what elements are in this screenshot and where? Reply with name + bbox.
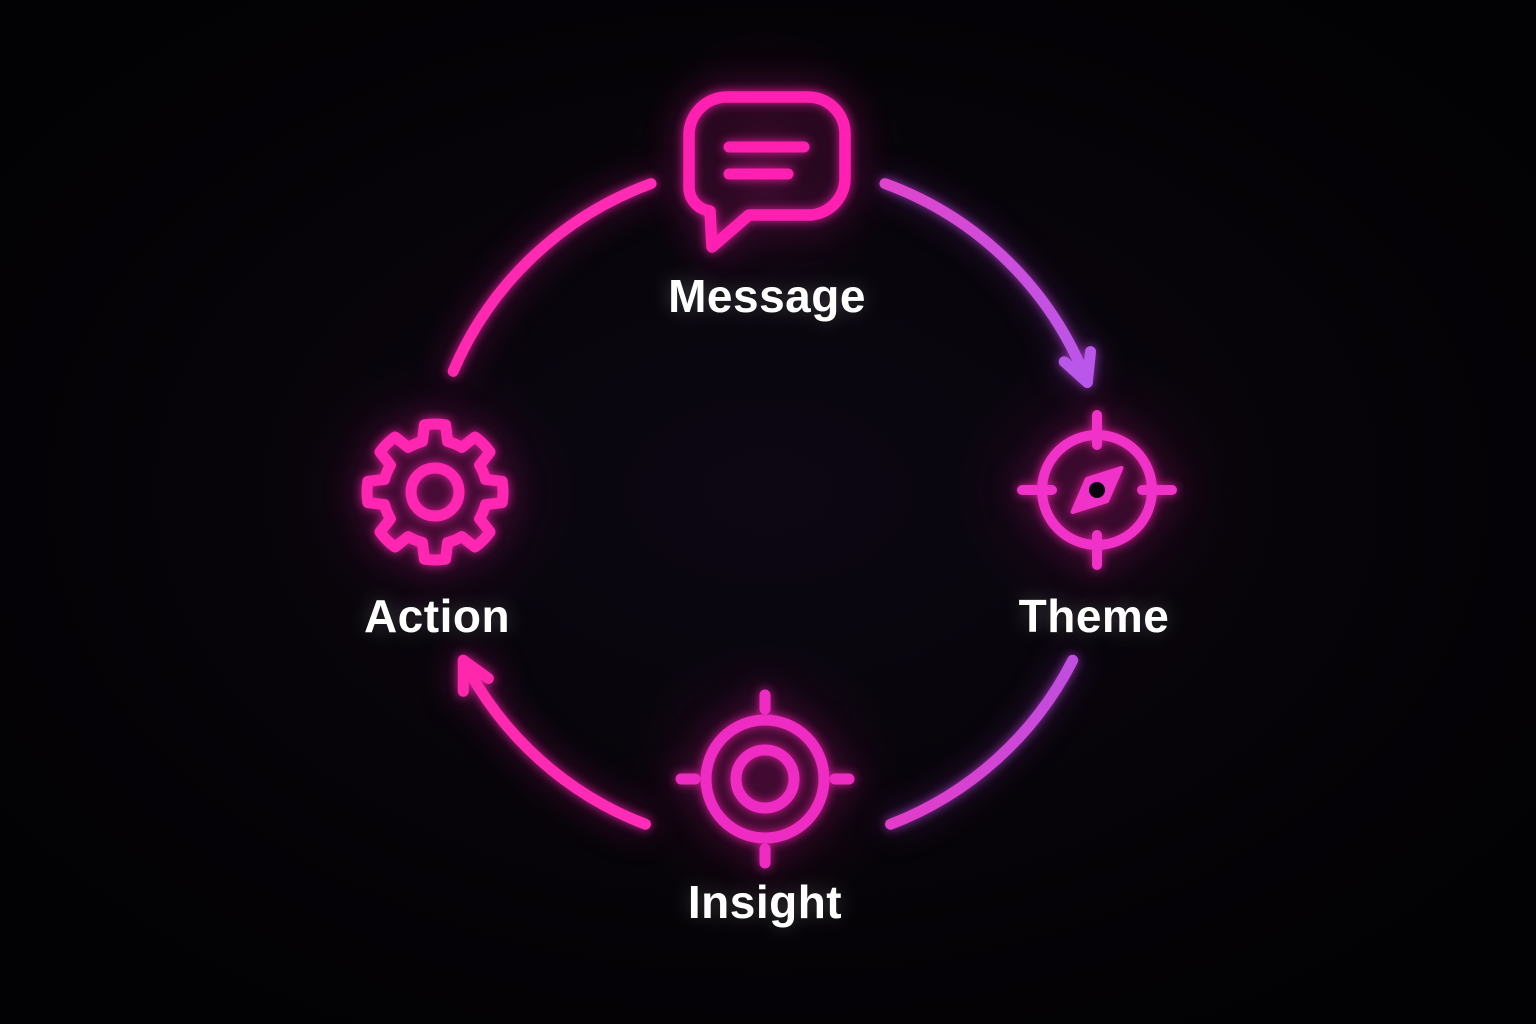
compass-icon bbox=[1017, 410, 1177, 570]
arrowhead-theme bbox=[1058, 346, 1097, 388]
arrowhead-action bbox=[457, 654, 494, 697]
arc-insight-to-action bbox=[457, 654, 651, 830]
arc-theme-to-insight bbox=[885, 654, 1079, 830]
node-label-insight: Insight bbox=[687, 876, 843, 928]
node-label-theme: Theme bbox=[1018, 590, 1170, 642]
arc-action-to-message bbox=[447, 178, 657, 377]
node-label-action: Action bbox=[363, 590, 511, 642]
target-icon bbox=[675, 689, 855, 869]
arc-message-to-theme bbox=[879, 178, 1097, 388]
gear-icon bbox=[361, 418, 509, 566]
chat-bubble-icon bbox=[683, 91, 851, 253]
node-label-message: Message bbox=[668, 270, 866, 322]
